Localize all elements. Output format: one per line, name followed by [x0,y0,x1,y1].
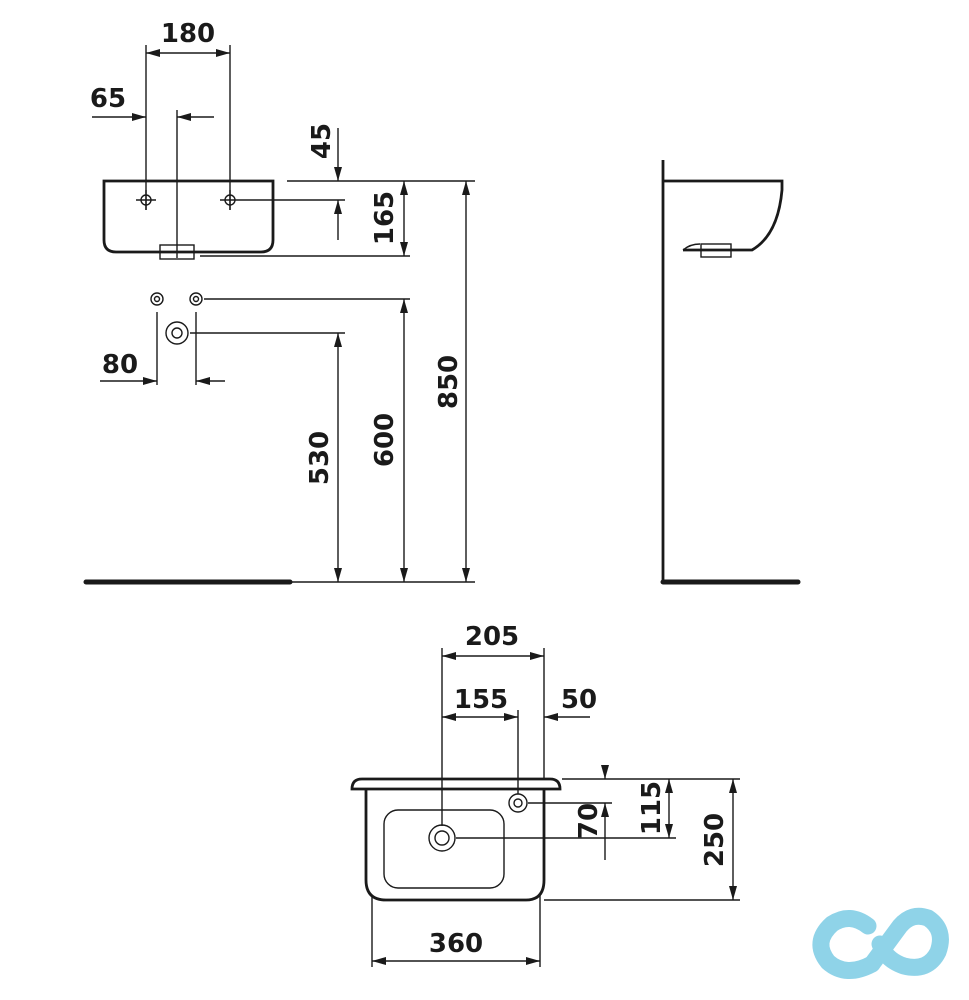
basin-front-outline [102,179,275,254]
top-drain [428,824,456,852]
dim-drain-spacing: 80 [102,350,138,380]
dim-tap-from-wall: 70 [574,803,604,839]
dim-tap-to-edge: 50 [561,685,597,715]
dim-depth: 250 [700,813,730,867]
side-drain-stub [700,243,732,258]
drain-outlet [165,321,189,345]
basin-bowl [383,809,505,889]
dim-tap-offset: 65 [90,84,126,114]
logo-d-shape [863,907,949,976]
dim-width: 360 [429,929,483,959]
top-view: 205 155 50 70 115 250 [350,622,740,967]
basin-top-rim [350,777,562,791]
dim-basin-height: 165 [370,191,400,245]
top-tap-hole [508,793,528,813]
dim-rim-height: 850 [434,355,464,409]
dim-tap-spacing: 180 [161,19,215,49]
side-view [660,160,801,585]
front-view: 180 65 45 165 [83,19,475,585]
dim-tap-position: 205 [465,622,519,652]
dim-bowl-to-tap: 155 [454,685,508,715]
dim-bowl-from-wall: 115 [637,781,667,835]
logo-c-shape [812,910,881,979]
basin-side-profile [663,179,784,252]
dim-tap-to-rim: 45 [307,123,337,159]
dim-supply-height: 600 [370,413,400,467]
supply-valve-left [150,292,164,306]
supply-valve-right [189,292,203,306]
basin-top-outline [364,789,546,902]
brand-logo [812,907,949,979]
dim-drain-height: 530 [305,431,335,485]
